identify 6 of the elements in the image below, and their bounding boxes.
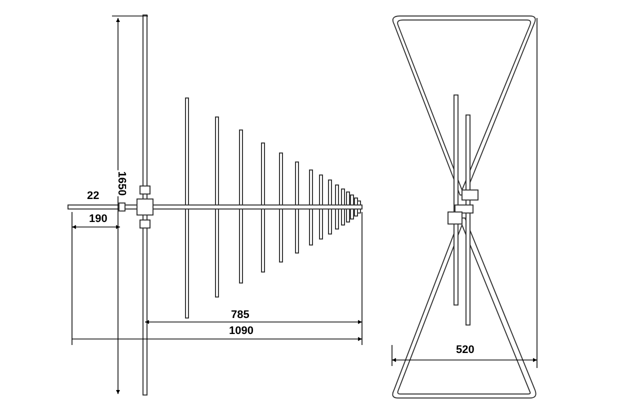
- dimension-label: 190: [88, 214, 108, 225]
- dimension-label: 785: [230, 310, 250, 321]
- dimension-label: 1090: [228, 326, 254, 337]
- dimension-label: 520: [455, 345, 476, 356]
- dimension-label: 1650: [116, 170, 127, 197]
- dimension-label: 22: [86, 191, 100, 202]
